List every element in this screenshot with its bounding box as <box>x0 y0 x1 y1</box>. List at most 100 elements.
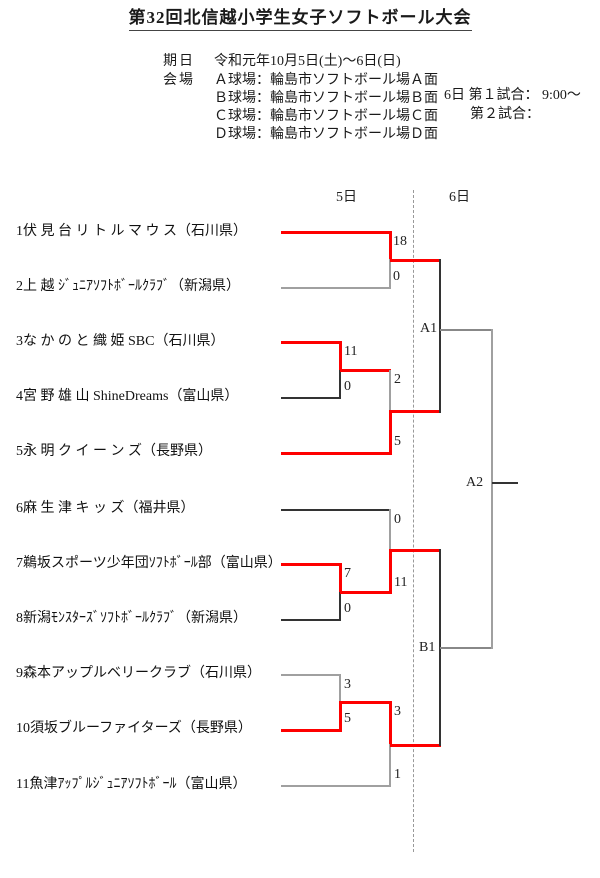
team-seed: 4 <box>16 389 23 404</box>
semifinal-a1-connector <box>439 259 441 413</box>
match3-score-bottom: 5 <box>394 434 401 449</box>
match6-score-bottom: 5 <box>344 711 351 726</box>
team-row-2: 2上 越 ｼﾞｭﾆｱｿﾌﾄﾎﾞｰﾙｸﾗﾌﾞ（新潟県） <box>16 279 240 295</box>
final-a2-winner-line <box>492 482 518 484</box>
team-seed: 5 <box>16 444 23 459</box>
match1-winner-line <box>390 259 441 262</box>
match5-score-top: 0 <box>394 512 401 527</box>
team-row-8: 8新潟ﾓﾝｽﾀｰｽﾞｿﾌﾄﾎﾞｰﾙｸﾗﾌﾞ（新潟県） <box>16 611 247 627</box>
match4-score-bottom: 0 <box>344 601 351 616</box>
page-title-text: 第32回北信越小学生女子ソフトボール大会 <box>128 8 472 31</box>
team-pref: （福井県） <box>124 501 195 516</box>
match2-connector-loser-segment <box>339 370 341 399</box>
venue-d: Ｄ球場：輪島市ソフトボール場Ｄ面 <box>214 127 438 142</box>
final-a2-connector <box>491 329 493 649</box>
date-value: 令和元年10月5日(土)～6日(日) <box>214 54 401 69</box>
round-label-a1: A1 <box>420 321 438 336</box>
round-label-b1: B1 <box>419 640 436 655</box>
day6-column-label: 6日 <box>449 190 470 205</box>
match4-winner-line <box>340 591 391 594</box>
team2-line <box>281 287 391 289</box>
team-row-4: 4宮 野 雄 山 ShineDreams（富山県） <box>16 389 238 405</box>
schedule-note-line2: 第２試合： <box>470 107 540 122</box>
day5-column-label: 5日 <box>336 190 357 205</box>
match3-connector-loser-segment <box>389 370 391 412</box>
team-pref: （石川県） <box>177 224 247 239</box>
match5-connector-winner-segment <box>389 549 392 594</box>
team-seed: 9 <box>16 666 23 681</box>
team6-line <box>281 509 391 511</box>
team-name: 森本アップルベリークラブ <box>23 666 191 681</box>
venue-b: Ｂ球場：輪島市ソフトボール場Ｂ面 <box>214 91 438 106</box>
team-name: 鵜坂スポーツ少年団ｿﾌﾄﾎﾞｰﾙ部 <box>23 556 212 571</box>
team-seed: 7 <box>16 556 23 571</box>
match7-score-bottom: 1 <box>394 767 401 782</box>
match6-winner-line <box>340 701 391 704</box>
match5-connector-loser-segment <box>389 509 391 551</box>
team-seed: 11 <box>16 777 30 792</box>
match2-score-top: 11 <box>344 344 358 359</box>
match7-winner-line <box>390 744 441 747</box>
team1-line <box>281 231 391 234</box>
schedule-note-line1: 6日 第１試合： 9:00～ <box>444 88 581 103</box>
team-pref: （富山県） <box>168 389 239 404</box>
team-row-11: 11魚津ｱｯﾌﾟﾙｼﾞｭﾆｱｿﾌﾄﾎﾞｰﾙ（富山県） <box>16 777 246 793</box>
team-row-9: 9森本アップルベリークラブ（石川県） <box>16 666 261 682</box>
team-name: 永 明 ク イ ー ン ズ <box>23 444 142 459</box>
match5-score-bottom: 11 <box>394 575 408 590</box>
team-pref: （石川県） <box>191 666 261 681</box>
match3-score-top: 2 <box>394 372 401 387</box>
team5-line <box>281 452 391 455</box>
team-pref: （石川県） <box>154 334 225 349</box>
match6-connector-loser-segment <box>339 674 341 704</box>
team4-line <box>281 397 341 399</box>
team-row-3: 3な か の と 織 姫 SBC（石川県） <box>16 334 224 350</box>
team7-line <box>281 563 341 566</box>
team-name: 上 越 ｼﾞｭﾆｱｿﾌﾄﾎﾞｰﾙｸﾗﾌﾞ <box>23 279 170 294</box>
match1-score-top: 18 <box>393 234 407 249</box>
team-pref: （富山県） <box>176 777 247 792</box>
venue-c: Ｃ球場：輪島市ソフトボール場Ｃ面 <box>214 109 438 124</box>
team-name: 麻 生 津 キ ッ ズ <box>23 501 125 516</box>
team-name: 伏 見 台 リ ト ル マ ウ ス <box>23 224 177 239</box>
team8-line <box>281 619 341 621</box>
team-row-5: 5永 明 ク イ ー ン ズ（長野県） <box>16 444 212 460</box>
round-label-a2: A2 <box>466 475 484 490</box>
semifinal-a1-winner-line <box>440 329 492 331</box>
venue-a: Ａ球場：輪島市ソフトボール場Ａ面 <box>214 73 438 88</box>
team-seed: 6 <box>16 501 23 516</box>
team11-line <box>281 785 391 787</box>
team3-line <box>281 341 341 344</box>
team-pref: （長野県） <box>142 444 212 459</box>
match3-connector-winner-segment <box>389 410 392 455</box>
date-label: 期日 <box>163 54 195 69</box>
team-pref: （新潟県） <box>177 611 247 626</box>
team-name: 魚津ｱｯﾌﾟﾙｼﾞｭﾆｱｿﾌﾄﾎﾞｰﾙ <box>29 777 177 792</box>
match1-connector-loser-segment <box>389 259 391 289</box>
team-pref: （富山県） <box>211 556 282 571</box>
team10-line <box>281 729 341 732</box>
match4-connector-loser-segment <box>339 592 341 621</box>
match1-score-bottom: 0 <box>393 269 400 284</box>
day-divider-line <box>413 190 414 852</box>
team-row-6: 6麻 生 津 キ ッ ズ（福井県） <box>16 501 195 517</box>
team-row-7: 7鵜坂スポーツ少年団ｿﾌﾄﾎﾞｰﾙ部（富山県） <box>16 556 282 572</box>
team-seed: 1 <box>16 224 23 239</box>
team-seed: 2 <box>16 279 23 294</box>
team-row-10: 10須坂ブルーファイターズ（長野県） <box>16 721 252 737</box>
team-name: 新潟ﾓﾝｽﾀｰｽﾞｿﾌﾄﾎﾞｰﾙｸﾗﾌﾞ <box>23 611 177 626</box>
match2-winner-line <box>340 369 391 372</box>
match4-score-top: 7 <box>344 566 351 581</box>
team-pref: （新潟県） <box>170 279 240 294</box>
match2-connector-winner-segment <box>339 341 342 372</box>
team-seed: 8 <box>16 611 23 626</box>
match4-connector-winner-segment <box>339 563 342 594</box>
semifinal-b1-winner-line <box>440 647 492 649</box>
match7-score-top: 3 <box>394 704 401 719</box>
team-name: 須坂ブルーファイターズ <box>30 721 182 736</box>
match6-score-top: 3 <box>344 677 351 692</box>
match7-connector-loser-segment <box>389 744 391 787</box>
page-title: 第32回北信越小学生女子ソフトボール大会 <box>0 3 600 31</box>
venue-label: 会場 <box>163 73 195 88</box>
team-seed: 3 <box>16 334 23 349</box>
